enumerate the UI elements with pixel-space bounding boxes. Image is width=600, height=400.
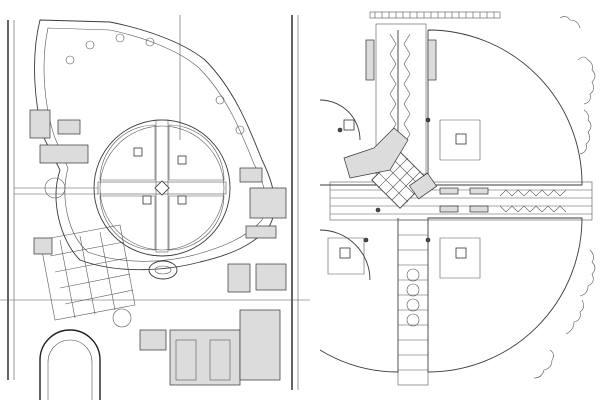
tree-icon xyxy=(406,268,420,327)
building xyxy=(29,109,51,139)
roundabout xyxy=(112,308,132,328)
plaza-east-trees xyxy=(499,189,567,213)
running-track xyxy=(39,329,101,400)
promenade-south xyxy=(397,219,429,386)
courtyard xyxy=(209,339,231,381)
infield-se xyxy=(439,237,481,279)
infield-ne xyxy=(439,119,481,161)
bench xyxy=(469,205,489,213)
entry-oval-inner xyxy=(154,265,172,275)
field-ne xyxy=(168,124,225,181)
bench xyxy=(365,39,375,81)
tree-icon xyxy=(65,33,245,135)
cross-walk-vertical xyxy=(155,119,169,253)
parking-grid xyxy=(39,224,136,321)
home-plate-icon xyxy=(177,155,187,165)
top-border-hatch xyxy=(374,12,495,18)
field-post xyxy=(337,117,431,243)
bench xyxy=(439,205,459,213)
promenade-north-trees xyxy=(389,33,411,145)
outfield-ne xyxy=(427,29,583,186)
home-plate-icon xyxy=(133,147,143,157)
building xyxy=(139,329,167,351)
building xyxy=(255,263,287,291)
building xyxy=(39,144,89,164)
building xyxy=(239,309,281,381)
home-plate-icon xyxy=(339,119,467,259)
field-se xyxy=(168,195,225,251)
tree-icon xyxy=(533,16,596,379)
building xyxy=(245,225,277,239)
top-border xyxy=(369,11,501,19)
courtyard xyxy=(175,339,197,381)
building xyxy=(249,187,287,219)
outfield-se xyxy=(427,217,583,373)
building xyxy=(239,167,263,183)
building xyxy=(169,329,241,386)
home-plate-icon xyxy=(177,195,187,205)
pavilion-roof xyxy=(343,127,409,179)
infield-arc-sw xyxy=(320,229,371,281)
running-track-inner xyxy=(47,339,93,400)
bench xyxy=(427,39,437,81)
bench xyxy=(439,187,459,195)
site-boundary-inner xyxy=(43,27,266,262)
central-ring-inner xyxy=(99,125,225,251)
central-plaza xyxy=(154,180,170,196)
building xyxy=(33,237,53,255)
building xyxy=(57,119,81,135)
detail-plan-drawing xyxy=(320,11,596,386)
home-plate-icon xyxy=(142,195,152,205)
outfield-sw xyxy=(320,218,399,373)
entry-oval xyxy=(148,260,178,280)
infield-arc-nw xyxy=(320,99,361,141)
building xyxy=(227,263,251,293)
field-sw xyxy=(99,195,156,251)
plaza-paving xyxy=(330,189,592,215)
bench xyxy=(469,187,489,195)
pavilion-wing xyxy=(408,172,438,200)
site-plan-drawing xyxy=(0,15,310,400)
promenade-south-paving xyxy=(398,234,428,371)
plaza-east-west xyxy=(329,181,593,221)
field-nw xyxy=(99,124,156,181)
site-plan-panel xyxy=(0,15,310,400)
infield-sw xyxy=(327,237,365,275)
detail-plan-panel xyxy=(320,0,600,400)
site-boundary xyxy=(34,19,276,271)
